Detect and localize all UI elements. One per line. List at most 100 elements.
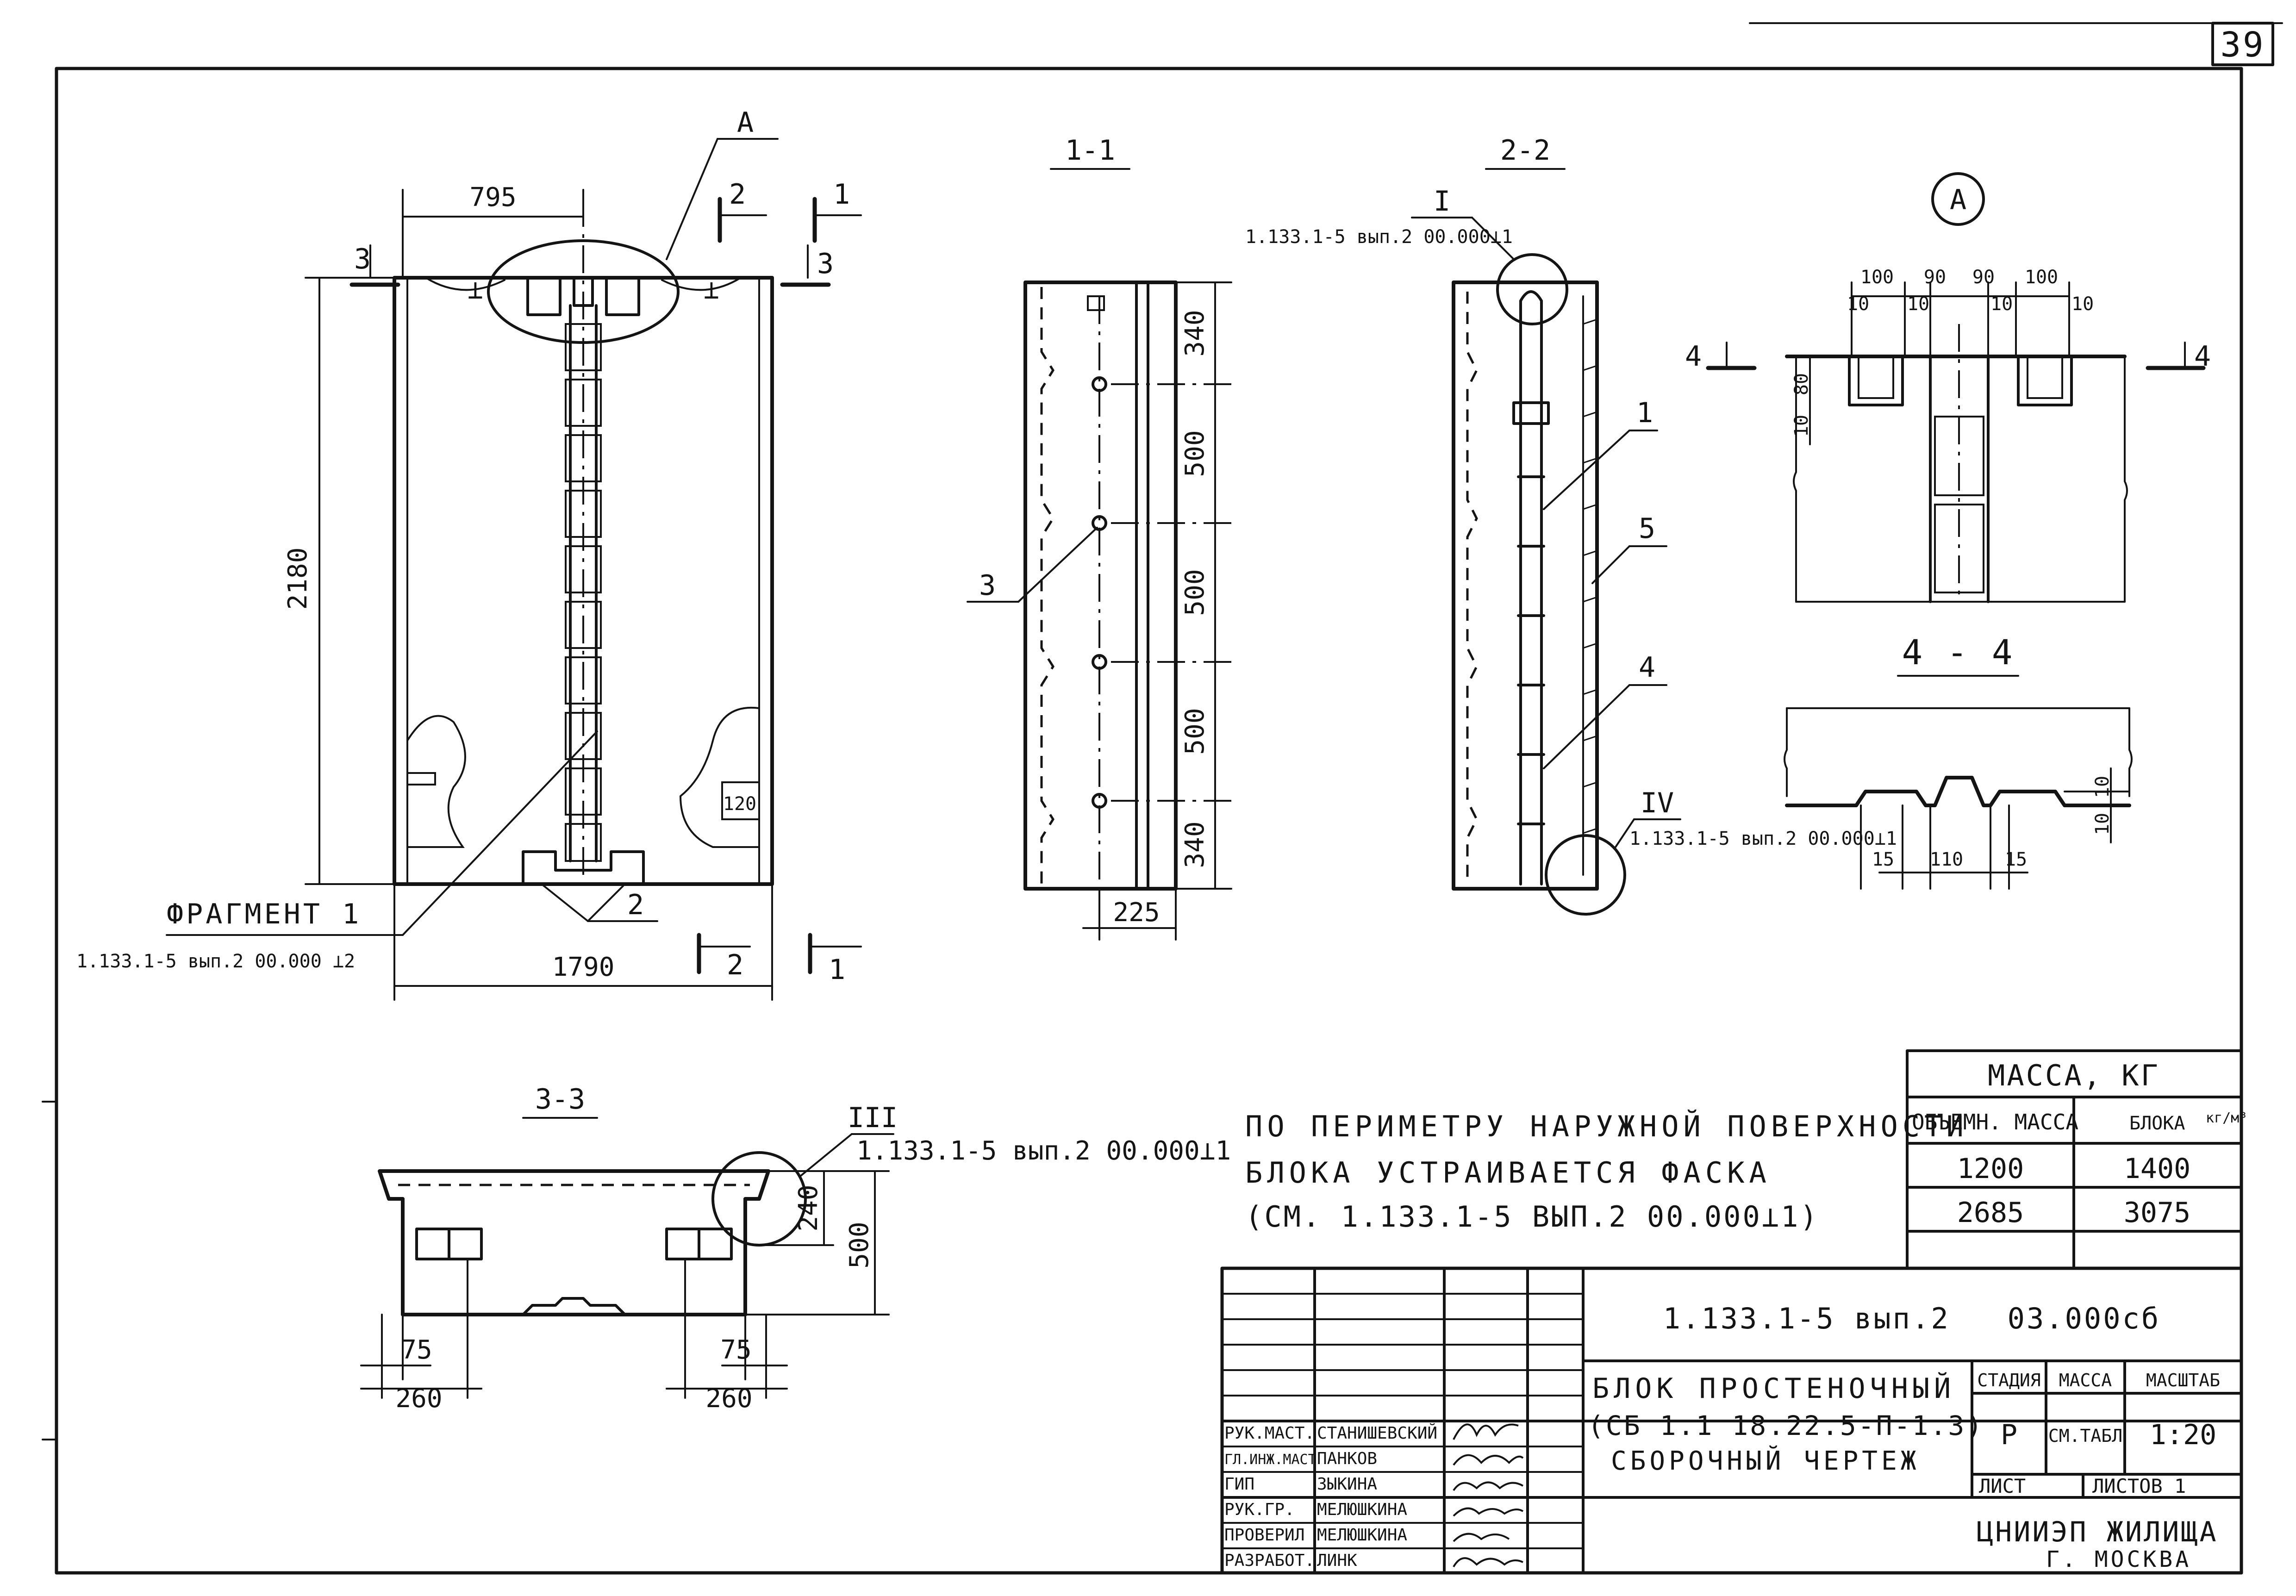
hole: [1092, 793, 1107, 809]
section-3-3-bottom-slot: [522, 1297, 626, 1316]
dim-width-bottom: 1790: [552, 952, 615, 982]
section-3-3: 3-3 III 1.133.1-5 вып.2 00.000⊥1 240 500…: [360, 1083, 1231, 1414]
note-line-3: (см. 1.133.1-5 вып.2 00.000⊥1): [1245, 1200, 1819, 1234]
title-block: 1.133.1-5 вып.2 03.000сб Блок простеночн…: [1220, 1266, 2243, 1575]
dim-A-10c: 10: [1990, 293, 2013, 315]
node-IV-circle: [1545, 834, 1626, 916]
detail-A-marker: [1931, 172, 1985, 226]
scale-header: Масштаб: [2146, 1370, 2220, 1390]
org-line-2: г. Москва: [2046, 1546, 2191, 1572]
dim-chain-5: 340: [1180, 821, 1210, 868]
section-1-1: 1-1 3 340 500 500 500 340 225: [967, 134, 1232, 941]
svg-text:2: 2: [727, 949, 743, 981]
mark-1: 1: [1636, 397, 1653, 429]
dim-4-10a: 10: [2092, 776, 2113, 798]
detail-A-rib: [1929, 355, 1990, 603]
leader-3: [1017, 527, 1098, 603]
signature: [1453, 1423, 1519, 1440]
doc-name-3: Сборочный чертеж: [1611, 1446, 1920, 1476]
mass-header-left: Объемн. масса: [1912, 1110, 2078, 1135]
leader-2a: [541, 883, 589, 922]
cut-4-right: 4: [2146, 340, 2211, 373]
mark-5: 5: [1639, 512, 1655, 545]
leader-1: [1543, 430, 1630, 510]
cut-1-top: 1: [812, 178, 862, 243]
dim-chain-4: 500: [1180, 708, 1210, 754]
hole: [1092, 376, 1107, 392]
role-5: Проверил: [1224, 1526, 1304, 1545]
dim-500: 500: [844, 1222, 874, 1268]
detail-A-break-left: [1793, 355, 1797, 603]
name-3: Зыкина: [1317, 1475, 1377, 1494]
section-1-1-outline: [1023, 281, 1178, 891]
role-2: Гл.инж.маст: [1224, 1452, 1316, 1468]
section-3-3-title: 3-3: [535, 1083, 585, 1116]
insulation-hatch: [1583, 318, 1597, 834]
dim-4-10b: 10: [2092, 813, 2113, 835]
page-number-box: [2211, 22, 2274, 66]
scale-value: 1:20: [2150, 1419, 2217, 1451]
doc-code: 1.133.1-5 вып.2 03.000сб: [1663, 1302, 2161, 1335]
dim-A-80: 80: [1791, 373, 1812, 395]
right-notch: [721, 781, 760, 820]
dim-A-10d: 10: [2071, 293, 2094, 315]
fragment-label: ФРАГМЕНТ 1: [167, 898, 362, 930]
signature: [1453, 1533, 1510, 1542]
lifting-loop-clamp: [1512, 401, 1550, 425]
dim-75-left: 75: [401, 1335, 432, 1365]
block-elevation: 120 A ⊥ ⊥ 795 2180 1790 3: [76, 106, 862, 1001]
node-IV-label: IV: [1641, 787, 1674, 819]
stage-value: Р: [2001, 1419, 2017, 1451]
dim-240: 240: [793, 1185, 824, 1231]
section-4-4: 4 - 4 15 110 15 10 10: [1784, 633, 2133, 890]
cut-3-left: 3: [349, 243, 400, 287]
mark-L-left: ⊥: [468, 275, 483, 305]
top-pocket-right: [605, 276, 640, 316]
doc-name-2: (СБ 1.1 18.22.5-П-1.3): [1588, 1410, 1984, 1441]
svg-text:3: 3: [354, 243, 371, 275]
signature: [1453, 1557, 1523, 1568]
left-pocket: [406, 772, 436, 786]
role-3: ГИП: [1224, 1475, 1254, 1494]
cut-4-left: 4: [1685, 340, 1757, 373]
dim-A-100-right: 100: [2025, 267, 2058, 288]
doc-name-1: Блок простеночный: [1592, 1372, 1955, 1405]
top-chamfer-right: [661, 277, 742, 291]
hole: [1092, 515, 1107, 531]
node-I-circle: [1496, 253, 1568, 325]
signature: [1453, 1507, 1524, 1517]
node-III-ref: 1.133.1-5 вып.2 00.000⊥1: [856, 1136, 1231, 1166]
fragment-ref: 1.133.1-5 вып.2 00.000 ⊥2: [76, 951, 355, 972]
mass-header-right: блока: [2129, 1113, 2185, 1134]
sheet-label: Лист: [1979, 1475, 2026, 1497]
dim-260-left: 260: [395, 1384, 442, 1414]
name-5: Мелюшкина: [1317, 1526, 1407, 1545]
mark-4: 4: [1639, 651, 1655, 684]
node-I-leader: [1471, 217, 1515, 260]
mark-3: 3: [979, 569, 996, 602]
dim-A-10: 10: [1791, 415, 1812, 437]
section-4-4-break-right: [2128, 707, 2133, 797]
section-2-2-outline: [1452, 281, 1599, 891]
pocket-inner: [2027, 355, 2063, 399]
section-1-1-dashed-profile: [1040, 287, 1054, 884]
dim-bottom-225: 225: [1113, 898, 1160, 928]
cut-1-bottom: 1: [808, 933, 862, 986]
mass-table: Масса, кг Объемн. масса блока кг/м³ 1200…: [1906, 1049, 2247, 1270]
section-2-2: 2-2 I 1.133.1-5 вып.2 00.000⊥1: [1245, 134, 1897, 916]
detail-A-label: A: [737, 106, 754, 139]
lifting-loop: [1519, 290, 1543, 302]
org-line-1: ЦНИИЭП жилища: [1977, 1516, 2218, 1548]
mass-header-unit: кг/м³: [2206, 1110, 2247, 1126]
dim-260-right: 260: [705, 1384, 752, 1414]
svg-text:1: 1: [829, 954, 845, 986]
dim-A-90-left: 90: [1924, 267, 1946, 288]
mass-value: см.табл: [2048, 1426, 2122, 1446]
cut-2-bottom: 2: [697, 933, 751, 981]
top-loop: [1087, 295, 1105, 311]
dim-A-10a: 10: [1847, 293, 1869, 315]
sheet-frame: [55, 67, 2243, 1575]
dim-75-right: 75: [720, 1335, 751, 1365]
signature: [1453, 1454, 1524, 1466]
detail-A-leader: [666, 138, 718, 260]
